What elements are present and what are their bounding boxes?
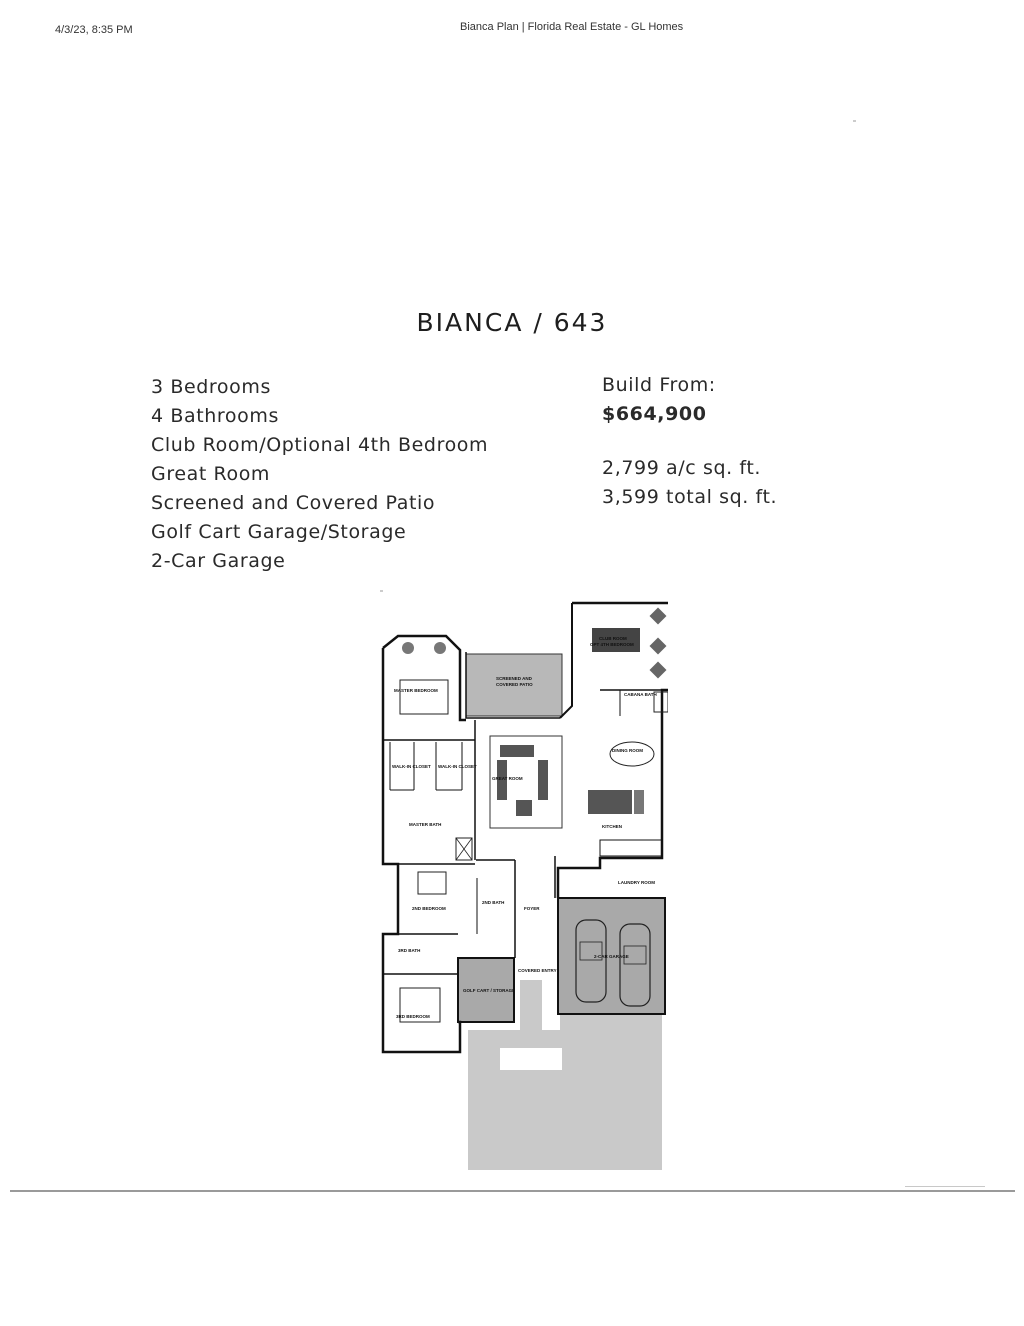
room-label: LAUNDRY ROOM (618, 880, 655, 885)
room-label: 2ND BATH (482, 900, 504, 905)
room-label: MASTER BATH (409, 822, 441, 827)
plan-title: BIANCA / 643 (416, 308, 608, 337)
feature-item: 3 Bedrooms (151, 376, 271, 398)
feature-item: Screened and Covered Patio (151, 492, 436, 514)
room-label: OPT 4TH BEDROOM (590, 642, 634, 647)
build-from-label: Build From: (602, 374, 716, 396)
print-date: 4/3/23, 8:35 PM (55, 24, 133, 36)
room-label: FOYER (524, 906, 540, 911)
room-label: CABANA BATH (624, 692, 657, 697)
room-label: GOLF CART / STORAGE (463, 988, 515, 993)
room-label: MASTER BEDROOM (394, 688, 438, 693)
room-label: GREAT ROOM (492, 776, 523, 781)
price: $664,900 (602, 403, 707, 425)
feature-item: Club Room/Optional 4th Bedroom (151, 434, 489, 456)
room-label: COVERED ENTRY (518, 968, 557, 973)
room-label: 2-CAR GARAGE (594, 954, 629, 959)
room-label: 2ND BEDROOM (412, 906, 446, 911)
ac-sqft: 2,799 a/c sq. ft. (602, 457, 762, 479)
room-label: 3RD BEDROOM (396, 1014, 430, 1019)
feature-item: Golf Cart Garage/Storage (151, 521, 407, 543)
page-divider (10, 1190, 1015, 1192)
feature-item: Great Room (151, 463, 271, 485)
room-label: DINING ROOM (612, 748, 643, 753)
feature-item: 2-Car Garage (151, 550, 286, 572)
room-label: SCREENED AND (496, 676, 533, 681)
pricing-block: Build From: $664,900 2,799 a/c sq. ft. 3… (602, 371, 777, 512)
feature-list: 3 Bedrooms 4 Bathrooms Club Room/Optiona… (151, 373, 488, 576)
room-label: CLUB ROOM (599, 636, 627, 641)
total-sqft: 3,599 total sq. ft. (602, 486, 778, 508)
room-label: 3RD BATH (398, 948, 420, 953)
page-divider-fragment (905, 1186, 985, 1187)
floor-plan-drawing: CLUB ROOM OPT 4TH BEDROOM CABANA BATH MA… (381, 601, 668, 1170)
room-label: WALK-IN CLOSET (438, 764, 477, 769)
feature-item: 4 Bathrooms (151, 405, 279, 427)
room-label: WALK-IN CLOSET (392, 764, 431, 769)
room-label: KITCHEN (602, 824, 622, 829)
print-page-title: Bianca Plan | Florida Real Estate - GL H… (460, 21, 684, 33)
room-label: COVERED PATIO (496, 682, 533, 687)
